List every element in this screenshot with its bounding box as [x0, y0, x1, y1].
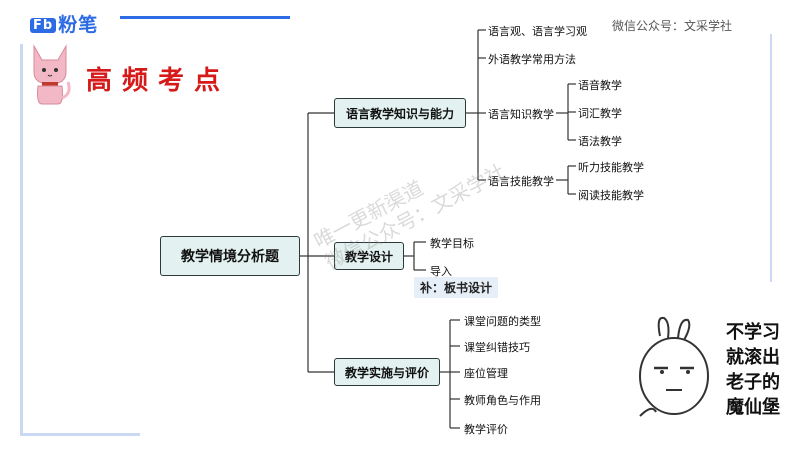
meme-line-4: 魔仙堡 — [726, 397, 780, 418]
meme-line-1: 不学习 — [726, 322, 780, 343]
frame-bottom-border — [20, 433, 140, 436]
branch-teaching-design: 教学设计 — [334, 242, 404, 270]
leaf-teaching-methods: 外语教学常用方法 — [488, 53, 576, 66]
leaf-teacher-roles: 教师角色与作用 — [464, 394, 541, 407]
leaf-reading: 阅读技能教学 — [578, 189, 644, 202]
rabbit-meme-icon — [639, 316, 709, 417]
meme-line-3: 老子的 — [726, 372, 780, 393]
branch-implementation-evaluation: 教学实施与评价 — [334, 358, 440, 386]
root-node: 教学情境分析题 — [160, 236, 300, 276]
fb-logo-icon: Fb — [30, 18, 57, 33]
leaf-grammar: 语法教学 — [578, 135, 622, 148]
meme-line-2: 就滚出 — [726, 347, 780, 368]
leaf-question-types: 课堂问题的类型 — [464, 315, 541, 328]
wechat-watermark: 微信公众号：文采学社 — [612, 19, 733, 33]
leaf-pronunciation: 语音教学 — [578, 79, 622, 92]
header-accent-line — [120, 16, 290, 19]
branch-language-knowledge: 语言教学知识与能力 — [334, 98, 466, 128]
leaf-error-correction: 课堂纠错技巧 — [464, 341, 530, 354]
leaf-listening: 听力技能教学 — [578, 161, 644, 174]
page-title: 高频考点 — [86, 66, 231, 96]
logo-text: 粉笔 — [58, 14, 99, 36]
leaf-lead-in: 导入 — [430, 265, 452, 278]
cat-mascot-icon — [33, 44, 71, 105]
frame-left-border — [20, 44, 23, 434]
leaf-skills-teaching: 语言技能教学 — [488, 175, 554, 188]
leaf-knowledge-teaching: 语言知识教学 — [488, 108, 554, 121]
supplement-board-design: 补：板书设计 — [414, 277, 498, 298]
leaf-vocabulary: 词汇教学 — [578, 107, 622, 120]
leaf-language-views: 语言观、语言学习观 — [488, 25, 587, 38]
leaf-teaching-evaluation: 教学评价 — [464, 423, 508, 436]
frame-right-border — [770, 34, 772, 282]
meme-caption: 不学习 就滚出 老子的 魔仙堡 — [718, 320, 788, 420]
leaf-teaching-objectives: 教学目标 — [430, 237, 474, 250]
leaf-seating: 座位管理 — [464, 367, 508, 380]
